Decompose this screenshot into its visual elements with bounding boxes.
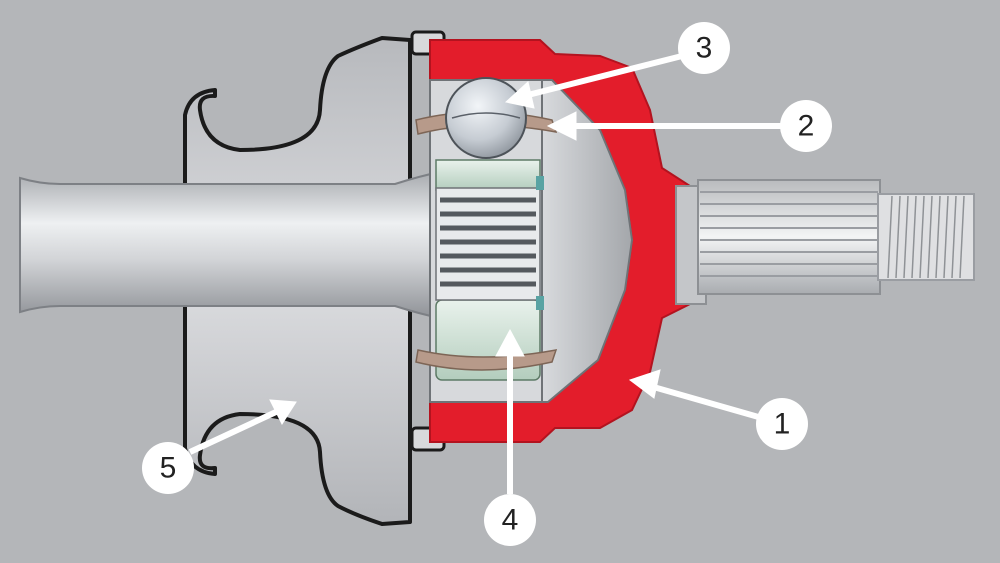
callout-1-label: 1: [774, 408, 791, 441]
ball-bearing: [445, 77, 527, 159]
callout-3: 3: [678, 22, 730, 74]
callout-2: 2: [780, 100, 832, 152]
circlip-right-bottom: [536, 296, 544, 310]
callout-2-label: 2: [798, 110, 815, 143]
callout-4-label: 4: [502, 504, 519, 537]
spline-lines: [700, 191, 878, 277]
callout-4-circle: [484, 494, 536, 546]
callout-2-circle: [780, 100, 832, 152]
callout-1: 1: [756, 398, 808, 450]
arrow-4-head: [495, 328, 525, 357]
arrow-3-line: [523, 53, 683, 99]
drive-shaft: [19, 170, 441, 320]
arrow-1-head: [628, 369, 661, 399]
callout-5-label: 5: [160, 452, 177, 485]
inner-spline-lines: [440, 197, 536, 287]
cage-band-bottom: [415, 349, 558, 371]
callout-5-circle: [142, 442, 194, 494]
arrow-2-head: [546, 111, 577, 141]
arrow-3-head: [504, 81, 535, 109]
callout-3-circle: [678, 22, 730, 74]
callout-5: 5: [142, 442, 194, 494]
arrow-5-head: [269, 399, 297, 426]
callout-4: 4: [484, 494, 536, 546]
callout-1-circle: [756, 398, 808, 450]
inner-hub-body: [539, 79, 634, 403]
callout-3-label: 3: [696, 32, 713, 65]
inner-race-top: [435, 159, 541, 191]
stub-shaft-thread: [877, 193, 975, 281]
arrow-5-line: [188, 409, 278, 455]
arrow-1-line: [649, 383, 763, 421]
circlip-right-top: [536, 176, 544, 190]
ball-highlight: [451, 112, 521, 119]
thread-lines: [887, 195, 965, 279]
callout-arrows: [188, 53, 782, 494]
